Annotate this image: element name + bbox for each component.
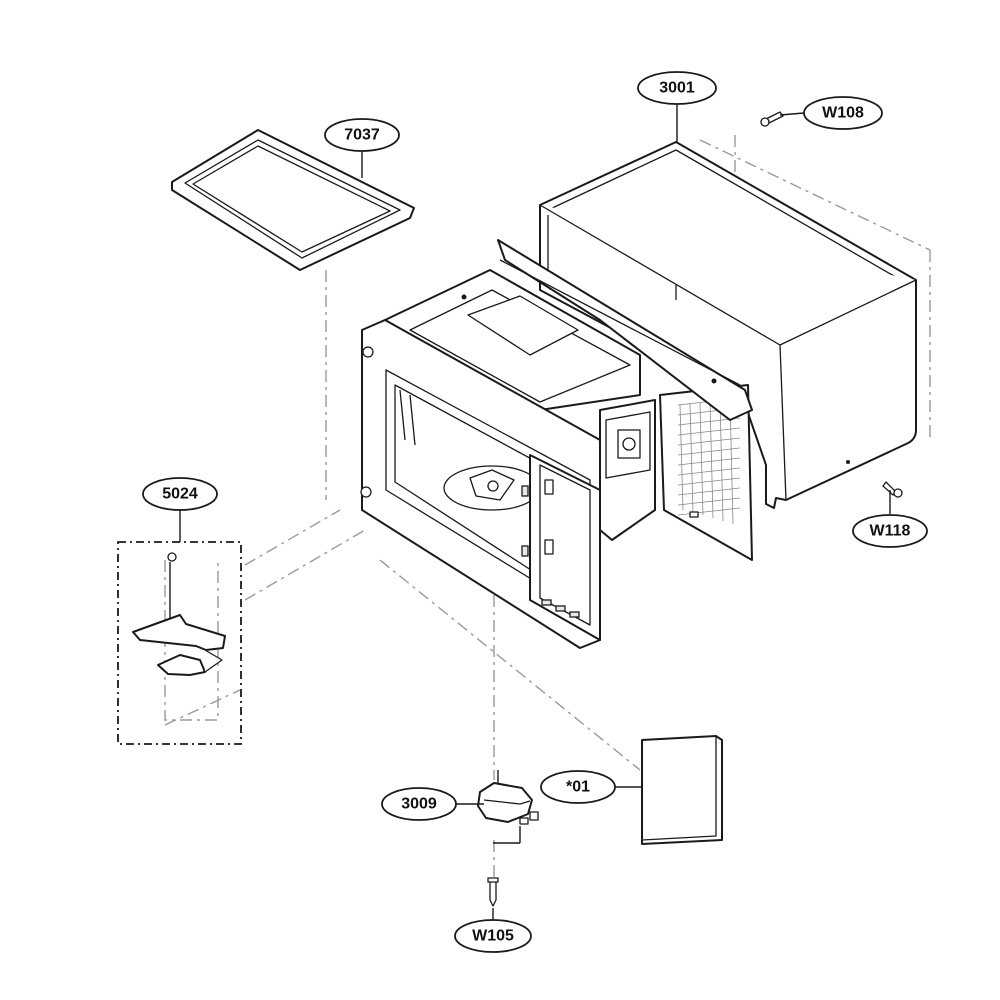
callout-01: *01	[540, 770, 616, 804]
callout-label: W105	[472, 928, 514, 945]
callout-label: 5024	[162, 486, 198, 503]
callout-label: 3001	[659, 80, 695, 97]
screw-w118	[882, 481, 903, 498]
callout-3009: 3009	[381, 787, 457, 821]
glass-tray	[171, 129, 415, 271]
screw-w108	[760, 111, 784, 127]
callout-label: 3009	[401, 796, 437, 813]
rear-vent-panel	[659, 384, 753, 561]
callout-5024: 5024	[142, 477, 218, 511]
turntable-motor	[477, 770, 539, 825]
callout-3001: 3001	[637, 71, 717, 105]
control-panel-frame	[521, 454, 601, 641]
owners-manual	[641, 735, 723, 845]
screw-w105	[487, 877, 499, 907]
callout-label: W118	[870, 523, 911, 540]
leader-lines	[179, 104, 891, 920]
magnetron-bracket	[599, 399, 656, 541]
callout-w105: W105	[454, 919, 532, 953]
latch-assembly	[117, 541, 242, 745]
callout-label: *01	[566, 779, 590, 796]
callout-w118: W118	[852, 514, 928, 548]
callout-label: 7037	[344, 127, 380, 144]
outer-cabinet	[539, 141, 917, 509]
callout-label: W108	[822, 105, 864, 122]
callout-w108: W108	[803, 96, 883, 130]
callout-7037: 7037	[324, 118, 400, 152]
